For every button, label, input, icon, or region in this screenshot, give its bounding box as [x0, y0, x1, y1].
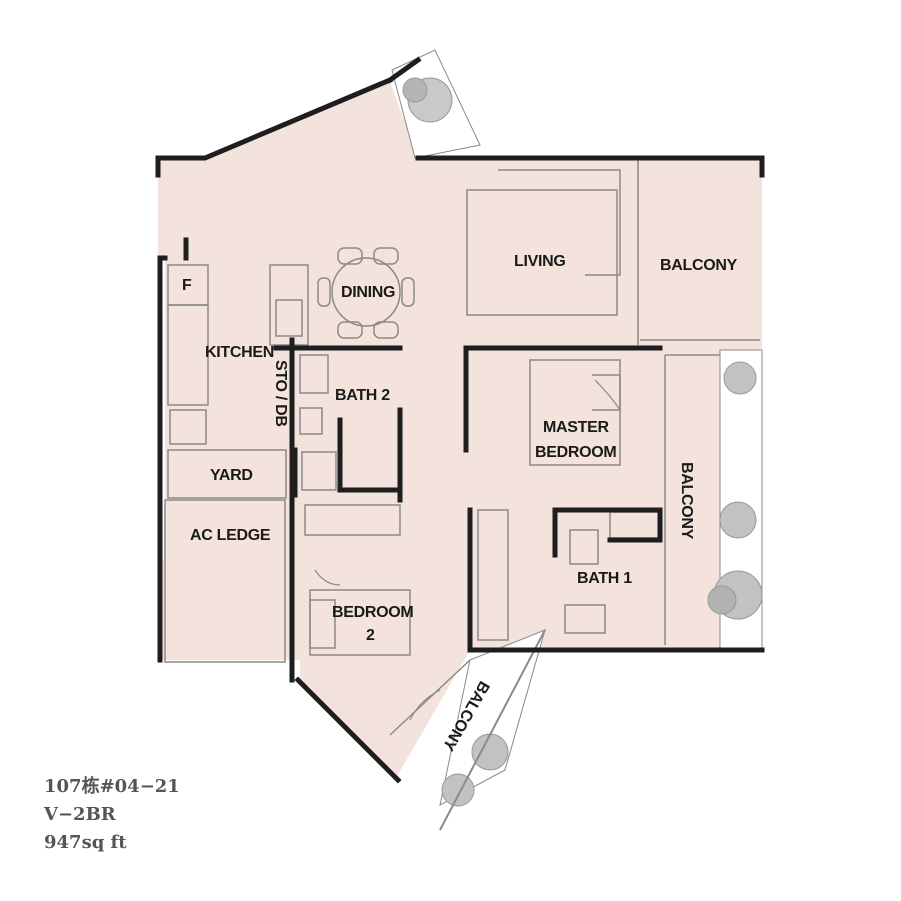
label-bath2: BATH 2	[335, 387, 390, 404]
label-fridge: F	[182, 277, 192, 294]
walls	[155, 56, 765, 784]
label-store-db: STO / DB	[272, 360, 289, 427]
label-balcony-top: BALCONY	[660, 257, 738, 274]
label-bedroom2-1: BEDROOM	[332, 604, 413, 621]
dining-set	[317, 247, 415, 339]
label-yard: YARD	[210, 467, 253, 484]
label-master-2: BEDROOM	[535, 444, 616, 461]
label-dining: DINING	[341, 284, 395, 301]
unit-area: 947sq ft	[44, 832, 127, 853]
unit-number: 107栋#04−21	[44, 776, 180, 797]
label-ac-ledge: AC LEDGE	[190, 527, 271, 544]
label-living: LIVING	[514, 253, 566, 270]
label-master-1: MASTER	[543, 419, 610, 436]
label-bath1: BATH 1	[577, 570, 632, 587]
door-swings	[314, 379, 621, 721]
label-balcony-right: BALCONY	[678, 462, 695, 540]
floor-area	[158, 82, 762, 780]
planter-top	[391, 49, 481, 159]
interior-outlines	[164, 158, 760, 736]
balcony-rail-bottom	[439, 629, 546, 831]
label-kitchen: KITCHEN	[205, 344, 274, 361]
unit-type: V−2BR	[44, 804, 116, 825]
label-bedroom2-2: 2	[366, 627, 375, 644]
unit-info: 107栋#04−21 V−2BR 947sq ft	[44, 773, 180, 857]
